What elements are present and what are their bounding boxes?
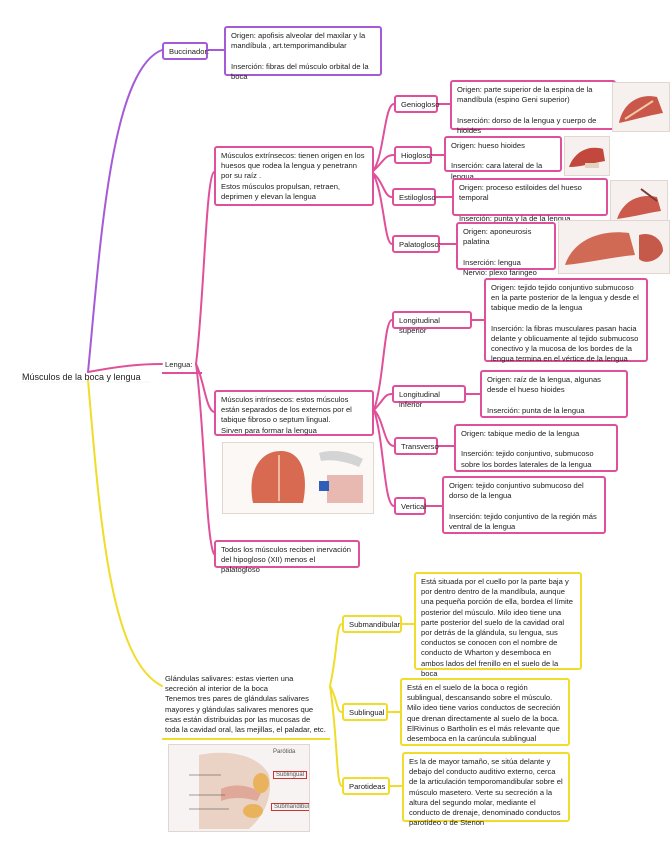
- estilogloso-node[interactable]: Estilogloso: [392, 188, 436, 206]
- buccinador-detail: Origen: apofisis alveolar del maxilar y …: [224, 26, 382, 81]
- vertical-detail: Origen: tejido conjuntivo submucoso del …: [442, 476, 606, 534]
- hiogloso-node[interactable]: Hiogloso:: [394, 146, 433, 164]
- estilogloso-detail: Origen: proceso estiloides del hueso tem…: [452, 178, 608, 223]
- intrinsecos-image: [222, 442, 374, 514]
- extrinsecos-node: Músculos extrínsecos: tienen origen en l…: [214, 146, 374, 206]
- hiogloso-detail: Origen: hueso hioides Inserción: cara la…: [444, 136, 562, 181]
- buccinador-node[interactable]: Buccinador:: [162, 42, 209, 60]
- geniogloso-image: [612, 82, 670, 132]
- root-topic: Músculos de la boca y lengua: [22, 372, 141, 382]
- hiogloso-image: [564, 136, 610, 176]
- parotideas-detail: Es la de mayor tamaño, se sitúa delante …: [402, 752, 570, 827]
- sublingual-detail: Está en el suelo de la boca o región sub…: [400, 678, 570, 746]
- intrinsecos-node: Músculos intrínsecos: estos músculos est…: [214, 390, 374, 436]
- palatogloso-image: [558, 220, 670, 274]
- parotideas-node[interactable]: Parotideas: [342, 777, 390, 795]
- geniogloso-node[interactable]: Geniogloso: [394, 95, 439, 113]
- transverso-node[interactable]: Transverso: [394, 437, 439, 455]
- lengua-node[interactable]: Lengua:: [162, 358, 202, 374]
- parotida-label: Parótida: [273, 749, 296, 755]
- palatogloso-detail: Origen: aponeurosis palatina Inserción: …: [456, 222, 556, 277]
- inervacion-node: Todos los músculos reciben inervación de…: [214, 540, 360, 574]
- transverso-detail: Origen: tabique medio de la lengua Inser…: [454, 424, 618, 472]
- palatogloso-node[interactable]: Palatogloso:: [392, 235, 441, 253]
- submandibular-node[interactable]: Submandibular: [342, 615, 402, 633]
- glandulas-image: Parótida Sublingual Submandibular: [168, 744, 310, 832]
- vertical-node[interactable]: Vertical: [394, 497, 426, 515]
- longitudinal-superior-detail: Origen: tejido tejido conjuntivo submuco…: [484, 278, 648, 363]
- longitudinal-superior-node[interactable]: Longitudinal superior: [392, 311, 472, 335]
- geniogloso-detail: Origen: parte superior de la espina de l…: [450, 80, 616, 135]
- longitudinal-inferior-node[interactable]: Longitudinal inferior: [392, 385, 466, 409]
- longitudinal-inferior-detail: Origen: raíz de la lengua, algunas desde…: [480, 370, 628, 418]
- submandibular-label: Submandibular: [271, 803, 309, 811]
- sublingual-label: Sublingual: [273, 771, 308, 779]
- submandibular-detail: Está situada por el cuello por la parte …: [414, 572, 582, 678]
- sublingual-node[interactable]: Sublingual: [342, 703, 388, 721]
- glandulas-node: Glándulas salivares: estas vierten una s…: [162, 672, 330, 740]
